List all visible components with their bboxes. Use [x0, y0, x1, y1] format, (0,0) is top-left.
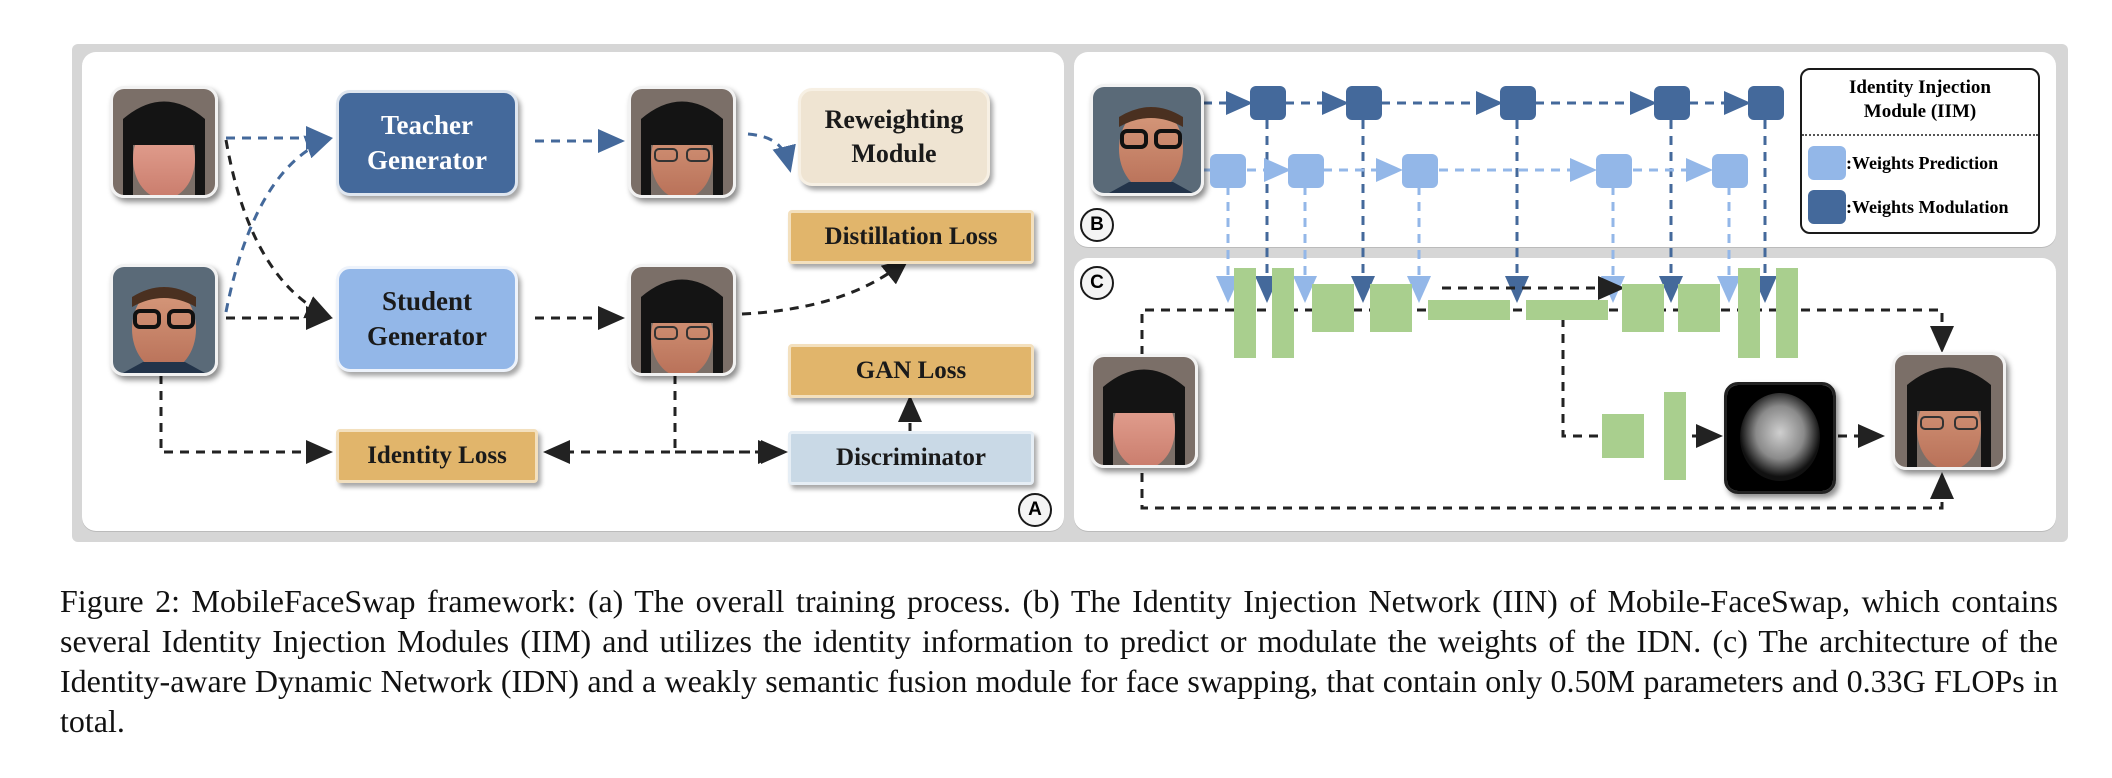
identity-loss-box: Identity Loss [336, 429, 538, 483]
weights-modulation-block [1748, 86, 1784, 120]
target-face-image [110, 86, 218, 198]
weights-prediction-block [1596, 154, 1632, 188]
figure-caption: Figure 2: MobileFaceSwap framework: (a) … [60, 583, 2058, 739]
weights-prediction-block [1210, 154, 1246, 188]
legend-item-weights-prediction: :Weights Prediction [1802, 136, 2038, 184]
idn-conv-block [1738, 268, 1760, 358]
idn-conv-block [1678, 284, 1720, 332]
weights-modulation-block [1500, 86, 1536, 120]
legend-label: :Weights Modulation [1846, 196, 2009, 217]
gan-loss-box: GAN Loss [788, 344, 1034, 398]
teacher-generator-box: Teacher Generator [336, 90, 518, 196]
weights-modulation-block [1346, 86, 1382, 120]
idn-conv-block [1776, 268, 1798, 358]
idn-conv-block [1312, 284, 1354, 332]
idn-conv-block [1234, 268, 1256, 358]
fusion-conv-block [1664, 392, 1686, 480]
dark-blue-swatch [1808, 190, 1846, 224]
idn-conv-block [1428, 300, 1510, 320]
weights-modulation-block [1654, 86, 1690, 120]
weights-prediction-block [1712, 154, 1748, 188]
weights-prediction-block [1402, 154, 1438, 188]
fusion-mask-image [1724, 382, 1836, 494]
light-blue-swatch [1808, 146, 1846, 180]
target-input-face-image [1090, 354, 1198, 468]
idn-conv-block [1622, 284, 1664, 332]
idn-conv-block [1272, 268, 1294, 358]
panel-c-badge: C [1080, 266, 1114, 300]
idn-conv-block [1526, 300, 1608, 320]
discriminator-box: Discriminator [788, 431, 1034, 485]
student-generator-box: Student Generator [336, 266, 518, 372]
legend-label: :Weights Prediction [1846, 152, 1999, 173]
weights-prediction-block [1288, 154, 1324, 188]
swapped-output-face-image [1892, 352, 2006, 470]
panel-a-badge: A [1018, 493, 1052, 527]
weights-modulation-block [1250, 86, 1286, 120]
fusion-conv-block [1602, 414, 1644, 458]
reweighting-module-box: Reweighting Module [798, 88, 990, 186]
teacher-output-face-image [628, 86, 736, 198]
legend-title: Identity Injection Module (IIM) [1802, 70, 2038, 136]
student-output-face-image [628, 264, 736, 376]
panel-b-badge: B [1080, 208, 1114, 242]
distillation-loss-box: Distillation Loss [788, 210, 1034, 264]
iim-legend: Identity Injection Module (IIM) :Weights… [1800, 68, 2040, 234]
idn-conv-block [1370, 284, 1412, 332]
source-face-image [110, 264, 218, 376]
identity-source-face-image [1090, 84, 1204, 196]
legend-item-weights-modulation: :Weights Modulation [1802, 184, 2038, 228]
